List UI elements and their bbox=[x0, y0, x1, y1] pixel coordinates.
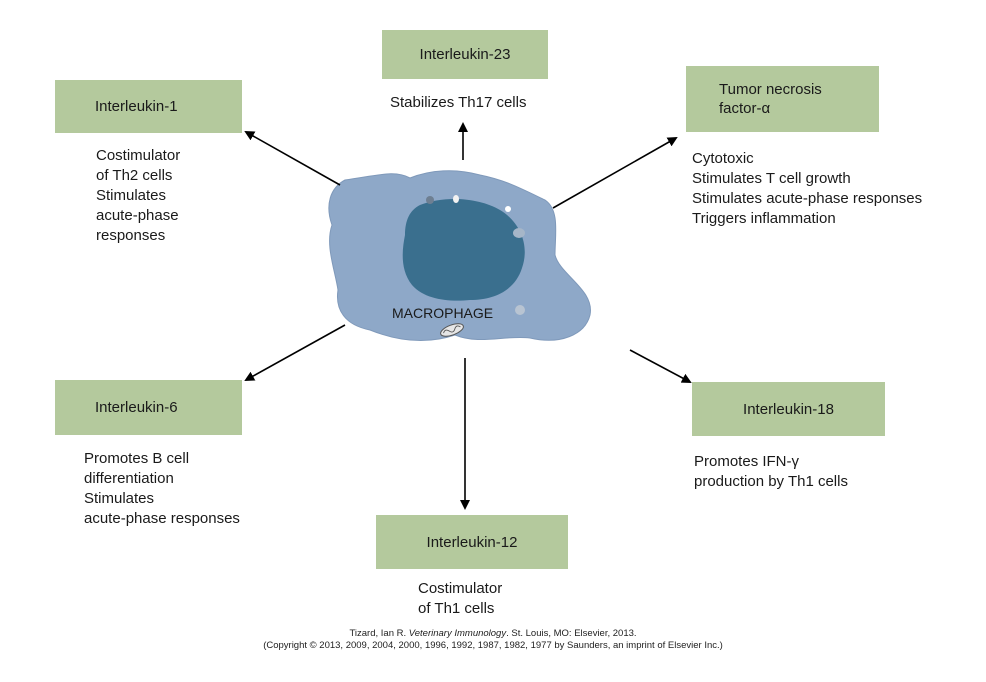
effect-line: acute-phase bbox=[96, 207, 179, 224]
arrow-to-tnf-alpha bbox=[552, 137, 678, 209]
interleukin-6-box: Interleukin-6 bbox=[55, 380, 242, 435]
interleukin-12-box: Interleukin-12 bbox=[376, 515, 568, 569]
citation-copyright: (Copyright © 2013, 2009, 2004, 2000, 199… bbox=[263, 640, 723, 651]
arrow-to-interleukin-6 bbox=[244, 324, 346, 381]
interleukin-23-effects: Stabilizes Th17 cells bbox=[390, 93, 526, 113]
interleukin-18-effects: Promotes IFN-γ production by Th1 cells bbox=[694, 452, 848, 492]
interleukin-6-label: Interleukin-6 bbox=[95, 399, 178, 416]
granule bbox=[426, 196, 434, 204]
granule bbox=[453, 195, 459, 203]
macrophage-label: MACROPHAGE bbox=[392, 305, 494, 321]
effect-line: of Th1 cells bbox=[418, 600, 495, 617]
effect-line: of Th2 cells bbox=[96, 167, 173, 184]
interleukin-1-box: Interleukin-1 bbox=[55, 80, 242, 133]
interleukin-6-effects: Promotes B cell differentiation Stimulat… bbox=[84, 449, 240, 529]
effect-line: production by Th1 cells bbox=[694, 473, 848, 490]
effect-line: Costimulator bbox=[418, 580, 503, 597]
interleukin-12-effects: Costimulator of Th1 cells bbox=[418, 579, 502, 619]
mitochondrion bbox=[440, 323, 464, 337]
effect-line: Stabilizes Th17 cells bbox=[390, 94, 527, 111]
macrophage-nucleus bbox=[402, 198, 525, 301]
effect-line: Stimulates acute-phase responses bbox=[692, 190, 923, 207]
granule bbox=[515, 305, 525, 315]
effect-line: Stimulates T cell growth bbox=[692, 170, 851, 187]
effect-line: acute-phase responses bbox=[84, 510, 240, 527]
effect-line: Promotes IFN-γ bbox=[694, 453, 800, 470]
interleukin-12-label: Interleukin-12 bbox=[426, 533, 518, 551]
tnf-alpha-box: Tumor necrosis factor-α bbox=[686, 66, 879, 132]
arrow-to-interleukin-1 bbox=[244, 131, 341, 186]
tnf-alpha-effects: Cytotoxic Stimulates T cell growth Stimu… bbox=[692, 149, 922, 229]
arrow-to-interleukin-18 bbox=[629, 349, 692, 383]
effect-line: Promotes B cell bbox=[84, 450, 190, 467]
interleukin-23-label: Interleukin-23 bbox=[419, 46, 511, 63]
granule bbox=[505, 206, 511, 212]
granule bbox=[513, 228, 525, 238]
interleukin-1-effects: Costimulator of Th2 cells Stimulates acu… bbox=[96, 146, 180, 246]
citation-author: Tizard, Ian R. bbox=[349, 628, 407, 639]
effect-line: Stimulates bbox=[96, 187, 167, 204]
effect-line: Costimulator bbox=[96, 147, 181, 164]
citation-line-1: Tizard, Ian R. Veterinary Immunology. St… bbox=[0, 628, 986, 640]
tnf-alpha-label-line2: factor-α bbox=[719, 100, 771, 117]
tnf-alpha-label-line1: Tumor necrosis bbox=[719, 81, 822, 98]
interleukin-1-label: Interleukin-1 bbox=[95, 98, 178, 115]
effect-line: Triggers inflammation bbox=[692, 210, 836, 227]
interleukin-18-box: Interleukin-18 bbox=[692, 382, 885, 436]
interleukin-18-label: Interleukin-18 bbox=[743, 400, 834, 418]
effect-line: Cytotoxic bbox=[692, 150, 754, 167]
interleukin-23-box: Interleukin-23 bbox=[382, 30, 548, 79]
citation-rest: . St. Louis, MO: Elsevier, 2013. bbox=[506, 628, 637, 639]
effect-line: differentiation bbox=[84, 470, 174, 487]
effect-line: Stimulates bbox=[84, 490, 155, 507]
citation-title: Veterinary Immunology bbox=[408, 628, 507, 639]
effect-line: responses bbox=[96, 227, 166, 244]
